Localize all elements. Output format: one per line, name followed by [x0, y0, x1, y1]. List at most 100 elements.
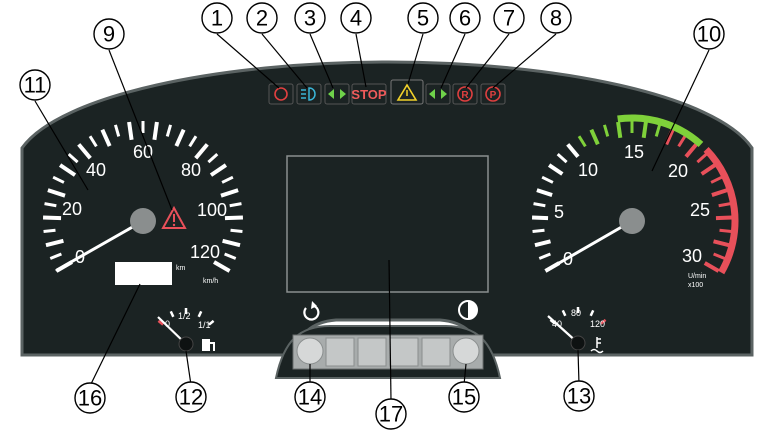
stop-light-label: STOP	[351, 87, 386, 102]
tachometer-ticks	[531, 114, 739, 275]
temperature-gauge: 40 80 120	[547, 307, 607, 354]
speed-tick-29	[224, 252, 237, 260]
retarder-label: R	[461, 90, 469, 101]
tach-green-zone	[617, 114, 704, 148]
callout-9: 9	[93, 18, 125, 50]
odometer-display	[115, 262, 172, 285]
callout-label-12: 12	[179, 385, 203, 410]
fuel-pump-icon	[202, 339, 215, 351]
speed-tick-6	[47, 188, 66, 198]
tachometer: 0 5 10 15 20 25 30 U/min x100	[531, 114, 739, 289]
tach-tick-14	[616, 121, 623, 139]
speed-tick-4	[42, 215, 62, 221]
tachometer-hub	[619, 208, 645, 234]
speed-label-60: 60	[133, 142, 153, 162]
tach-tick-18	[664, 128, 675, 146]
callout-label-6: 6	[459, 6, 471, 31]
callout-label-1: 1	[211, 6, 223, 31]
speed-label-80: 80	[181, 160, 201, 180]
temp-tick-3	[589, 309, 595, 317]
callout-label-11: 11	[24, 73, 47, 98]
fuel-tick-4	[208, 319, 215, 326]
tach-tick-20	[684, 143, 698, 158]
callout-label-8: 8	[550, 6, 562, 31]
tach-unit-x100: x100	[688, 282, 703, 289]
fuel-tick-0	[157, 319, 164, 326]
tach-tick-2	[534, 239, 551, 248]
speed-tick-8	[58, 163, 77, 177]
warning-light-6	[425, 83, 451, 105]
blank-key-2	[357, 337, 387, 367]
temp-tick-1	[561, 309, 567, 317]
callout-label-10: 10	[697, 22, 721, 47]
speedometer-needle	[55, 219, 145, 272]
speed-tick-27	[230, 228, 243, 233]
reset-circular-arrow-icon	[303, 301, 320, 321]
tach-label-30: 30	[682, 246, 702, 266]
speed-tick-28	[222, 238, 241, 248]
tach-tick-5	[533, 202, 546, 208]
odometer-unit-km: km	[176, 265, 186, 272]
tach-tick-10	[566, 143, 580, 158]
tach-tick-9	[556, 152, 568, 164]
fuel-label-full: 1/1	[198, 320, 211, 330]
callout-label-4: 4	[350, 6, 362, 31]
parking-brake-label: P	[490, 90, 497, 101]
tach-tick-17	[654, 124, 662, 137]
tach-tick-16	[641, 121, 648, 139]
callout-label-2: 2	[256, 6, 268, 31]
speed-tick-24	[220, 188, 239, 198]
reset-button[interactable]	[296, 337, 324, 365]
tach-unit-rpm: U/min	[688, 273, 706, 280]
tach-tick-7	[541, 175, 554, 184]
callout-11: 11	[19, 69, 51, 101]
callout-15: 15	[448, 381, 480, 413]
callout-label-16: 16	[78, 386, 102, 411]
speed-tick-19	[188, 135, 198, 148]
brightness-half-circle-icon	[458, 300, 478, 320]
tach-label-20: 20	[668, 161, 688, 181]
tach-tick-27	[719, 228, 732, 233]
coolant-temperature-icon	[590, 337, 604, 354]
tach-red-zone	[703, 147, 739, 275]
tach-tick-3	[532, 228, 545, 233]
speed-tick-10	[77, 143, 92, 160]
temp-label-80: 80	[571, 308, 581, 318]
callout-3: 3	[294, 2, 326, 34]
tach-tick-19	[677, 135, 687, 148]
speed-tick-2	[45, 238, 64, 248]
speed-tick-14	[127, 121, 134, 141]
tach-tick-30	[703, 261, 720, 273]
tach-tick-23	[710, 175, 723, 184]
callout-13: 13	[563, 380, 595, 412]
speed-label-40: 40	[86, 160, 106, 180]
tach-tick-22	[700, 163, 717, 176]
warning-light-8	[480, 83, 506, 105]
speedometer-ticks	[42, 121, 244, 273]
fuel-gauge: 0 1/2 1/1	[157, 308, 215, 352]
blank-key-1	[325, 337, 355, 367]
callout-4: 4	[340, 2, 372, 34]
fuel-gauge-ticks	[157, 308, 215, 326]
speed-label-100: 100	[197, 200, 227, 220]
tach-label-10: 10	[578, 160, 598, 180]
tach-tick-12	[589, 128, 600, 146]
speed-tick-18	[174, 128, 186, 147]
callout-8: 8	[540, 2, 572, 34]
tach-tick-11	[577, 135, 587, 148]
tachometer-needle	[545, 219, 634, 272]
blank-key-4	[421, 337, 451, 367]
tach-label-15: 15	[624, 142, 644, 162]
callout-leaders	[34, 33, 710, 401]
temp-label-120: 120	[590, 319, 605, 329]
speed-tick-11	[88, 135, 98, 148]
tach-tick-25	[718, 202, 731, 208]
warning-light-7	[452, 83, 478, 105]
turn-signal-icon	[328, 89, 346, 99]
dimmer-button[interactable]	[452, 337, 480, 365]
callout-label-15: 15	[452, 385, 476, 410]
tach-tick-28	[713, 239, 730, 248]
callout-5: 5	[407, 2, 439, 34]
callout-label-13: 13	[567, 384, 591, 409]
